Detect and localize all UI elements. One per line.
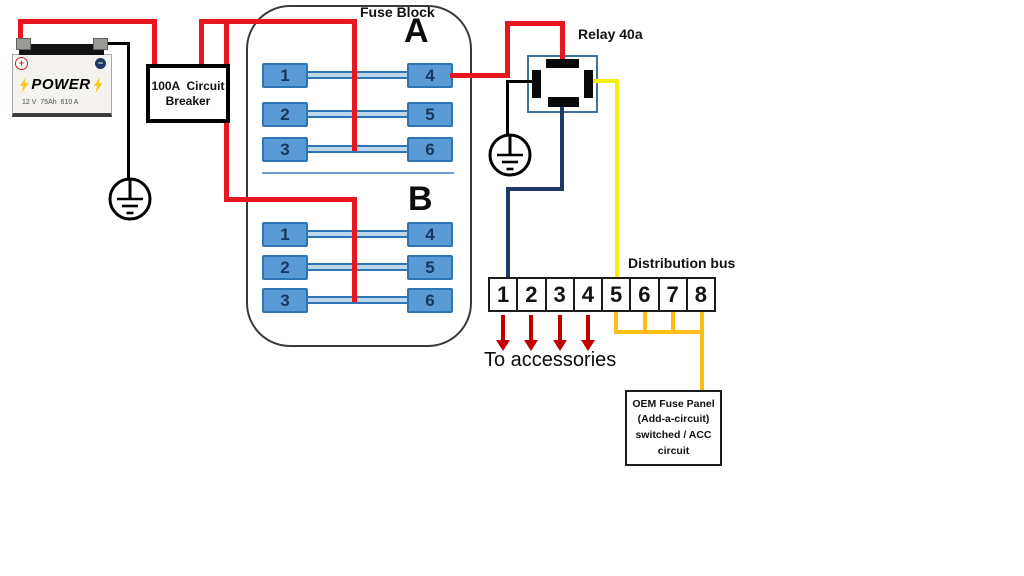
- wire-bus-jumper: [614, 330, 704, 334]
- wire-relay-86-horizontal: [506, 80, 536, 83]
- wire-battery-to-breaker: [18, 19, 157, 24]
- relay-pin-bottom: [548, 97, 579, 107]
- distribution-bus-label: Distribution bus: [628, 255, 736, 271]
- wire-bus7-drop: [671, 310, 675, 334]
- bus-terminal-5: 5: [601, 279, 629, 310]
- down-arrow-icon: [501, 315, 505, 341]
- fuse-b3: 3: [262, 288, 308, 313]
- battery-brand: POWER: [31, 76, 91, 93]
- wire-fuseblock-b-branch-horizontal: [224, 197, 357, 202]
- bus-terminal-1: 1: [497, 281, 510, 307]
- fuse-b4: 4: [407, 222, 453, 247]
- down-arrow-icon: [581, 340, 595, 351]
- fuse-block-outline: [246, 5, 472, 347]
- wire-bus8-to-oem-panel: [700, 310, 704, 390]
- bus-terminal-6: 6: [629, 279, 657, 310]
- fuse-a5: 5: [407, 102, 453, 127]
- bus-terminal-3: 3: [544, 279, 573, 310]
- oem-panel-line2: (Add-a-circuit): [637, 413, 710, 426]
- wire-relay-86-to-ground: [506, 80, 509, 134]
- bus-terminal-4: 4: [572, 279, 601, 310]
- lightning-bolt-icon: [93, 76, 103, 93]
- fuse-block-section-a-label: A: [404, 12, 429, 50]
- fuse-a1: 1: [262, 63, 308, 88]
- wire-a4-to-relay-horizontal: [450, 73, 510, 78]
- wire-fuseblock-a-feed: [352, 19, 357, 151]
- fuse-block-section-b-label: B: [408, 180, 433, 218]
- wire-breaker-to-fuseblock-top: [199, 19, 357, 24]
- fuse-connector-a1-a4: [308, 71, 407, 79]
- wire-fuseblock-b-feed: [352, 197, 357, 302]
- battery-positive-terminal: [16, 38, 31, 50]
- oem-panel-line1: OEM Fuse Panel: [632, 397, 715, 410]
- battery-brand-row: POWER: [12, 76, 110, 93]
- down-arrow-icon: [529, 315, 533, 341]
- distribution-bus: 1 2 3 4 5 6 7 8: [488, 277, 716, 312]
- circuit-breaker: 100A Circuit Breaker: [146, 64, 230, 123]
- down-arrow-icon: [586, 315, 590, 341]
- wire-breaker-left-terminal: [152, 19, 157, 69]
- relay-pin-right: [584, 70, 593, 98]
- fuse-b1: 1: [262, 222, 308, 247]
- fuse-b5: 5: [407, 255, 453, 280]
- oem-fuse-panel: OEM Fuse Panel (Add-a-circuit) switched …: [625, 390, 722, 466]
- wire-relay-output-to-bus1: [506, 187, 510, 279]
- fuse-a3: 3: [262, 137, 308, 162]
- oem-panel-line3: switched / ACC: [635, 429, 712, 441]
- wire-relay-output-jog: [506, 187, 564, 191]
- bus-terminal-2: 2: [516, 279, 544, 310]
- fuse-a2: 2: [262, 102, 308, 127]
- fuse-connector-a3-a6: [308, 145, 407, 153]
- battery-minus-symbol: −: [95, 58, 106, 69]
- fuse-connector-a2-a5: [308, 110, 407, 118]
- relay-pin-top: [546, 59, 579, 68]
- fuse-b2: 2: [262, 255, 308, 280]
- wire-relay-trigger-horizontal: [591, 79, 619, 83]
- fuse-block-section-divider: [262, 172, 454, 174]
- wire-bus5-drop: [614, 310, 618, 334]
- battery-plus-symbol: +: [15, 57, 28, 70]
- fuse-connector-b1-b4: [308, 230, 407, 238]
- fuse-b6: 6: [407, 288, 453, 313]
- wire-battery-positive-vertical: [18, 19, 23, 46]
- wire-battery-negative-to-ground: [127, 42, 130, 178]
- battery-spec: 12 V 75Ah 610 A: [22, 99, 79, 106]
- to-accessories-label: To accessories: [484, 349, 617, 371]
- wire-bus6-drop: [643, 310, 647, 334]
- circuit-breaker-label-line2: Breaker: [165, 93, 211, 108]
- bus-terminal-8: 8: [685, 279, 714, 310]
- wire-relay-feed-drop: [560, 21, 565, 63]
- ground-symbol-icon: [108, 177, 152, 221]
- down-arrow-icon: [524, 340, 538, 351]
- circuit-breaker-label-line1: 100A Circuit: [151, 78, 225, 93]
- wire-a4-to-relay-riser: [505, 21, 510, 78]
- lightning-bolt-icon: [20, 76, 29, 93]
- down-arrow-icon: [496, 340, 510, 351]
- down-arrow-icon: [553, 340, 567, 351]
- relay-label: Relay 40a: [578, 26, 643, 42]
- wire-relay-feed-top: [505, 21, 565, 26]
- fuse-a6: 6: [407, 137, 453, 162]
- fuse-connector-b2-b5: [308, 263, 407, 271]
- wire-battery-negative-horizontal: [99, 42, 130, 45]
- fuse-connector-b3-b6: [308, 296, 407, 304]
- wire-breaker-right-terminal: [199, 19, 204, 69]
- battery-negative-terminal: [93, 38, 108, 50]
- fuse-a4: 4: [407, 63, 453, 88]
- ground-symbol-icon: [488, 133, 532, 177]
- wire-relay-trigger-to-bus5: [615, 79, 619, 279]
- oem-panel-line4: circuit: [657, 444, 690, 457]
- wire-relay-output-drop: [560, 104, 564, 191]
- relay-pin-left: [532, 70, 541, 98]
- bus-terminal-7: 7: [657, 279, 686, 310]
- battery-top-cap: [19, 44, 104, 55]
- down-arrow-icon: [558, 315, 562, 341]
- fuse-block-title: Fuse Block: [360, 4, 435, 20]
